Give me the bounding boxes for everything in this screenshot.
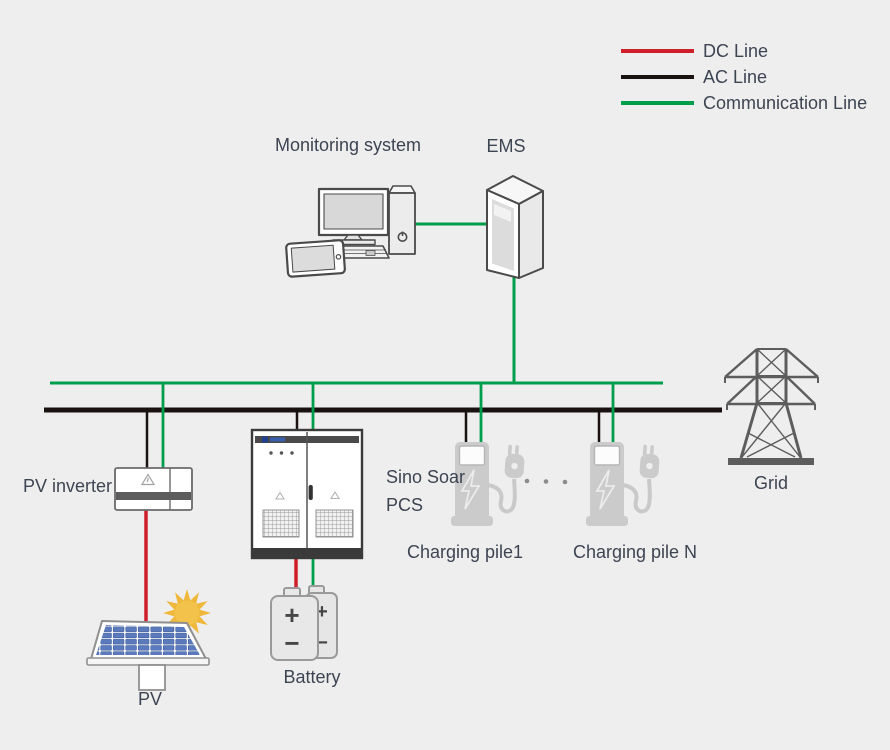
pile-screen bbox=[458, 445, 486, 466]
pv-panel-icon bbox=[86, 620, 210, 691]
pv-inverter-icon bbox=[114, 467, 193, 511]
grid-label: Grid bbox=[753, 473, 788, 493]
communication-line-swatch bbox=[621, 101, 694, 105]
monitoring-system-label: Monitoring system bbox=[274, 135, 422, 155]
battery-minus-sign: − bbox=[316, 632, 328, 654]
pcs-indicator-dots bbox=[269, 451, 294, 455]
pcs-cabinet-icon bbox=[250, 428, 364, 560]
pv-inverter-label: PV inverter bbox=[22, 476, 112, 496]
dc-line-swatch bbox=[621, 49, 694, 53]
ems-label: EMS bbox=[486, 136, 526, 156]
ems-display-window bbox=[494, 204, 511, 222]
ems-cabinet-icon bbox=[486, 175, 544, 279]
inverter-band bbox=[116, 492, 191, 500]
battery-icon: + − + − bbox=[270, 585, 338, 661]
pcs-vent-grille-left bbox=[262, 509, 300, 538]
pcs-label: Sino Soar PCS bbox=[386, 463, 465, 519]
pcs-base-band bbox=[252, 548, 362, 558]
computer-tower-icon bbox=[388, 185, 416, 255]
charging-pileN-label: Charging pile N bbox=[572, 542, 698, 562]
legend-row-dc: DC Line bbox=[621, 38, 867, 64]
plug-icon bbox=[504, 444, 525, 479]
keyboard-icon bbox=[330, 245, 390, 259]
pcs-label-line2: PCS bbox=[386, 495, 424, 515]
ellipsis-dots bbox=[524, 478, 568, 485]
communication-line-label: Communication Line bbox=[703, 92, 868, 113]
legend-row-comm: Communication Line bbox=[621, 90, 867, 116]
pcs-brand-logo bbox=[262, 436, 285, 443]
charging-cable bbox=[487, 478, 517, 514]
ac-line-label: AC Line bbox=[703, 66, 768, 87]
pcs-vent-grille-right bbox=[315, 509, 354, 538]
pcs-label-line1: Sino Soar bbox=[386, 467, 466, 487]
battery-label: Battery bbox=[283, 667, 341, 687]
pv-label: PV bbox=[137, 689, 162, 709]
connection-lines bbox=[144, 222, 615, 625]
legend: DC Line AC Line Communication Line bbox=[621, 38, 867, 116]
charging-pile1-label: Charging pile1 bbox=[406, 542, 524, 562]
charging-pile1-icon bbox=[451, 442, 525, 526]
lightning-bolt-icon bbox=[460, 469, 481, 510]
battery-plus-sign-front: + bbox=[284, 600, 299, 630]
pcs-door-handle bbox=[308, 485, 313, 500]
sun-icon bbox=[163, 589, 211, 637]
pv-stand bbox=[138, 664, 166, 691]
pv-cell-grid bbox=[96, 625, 200, 655]
battery-minus-sign-front: − bbox=[284, 628, 299, 658]
legend-row-ac: AC Line bbox=[621, 64, 867, 90]
battery-plus-sign: + bbox=[316, 601, 328, 623]
monitor-icon bbox=[317, 187, 390, 246]
grid-tower-icon bbox=[724, 348, 819, 465]
monitoring-system-icon bbox=[285, 185, 416, 278]
charging-pileN-icon bbox=[584, 440, 663, 528]
dc-line-label: DC Line bbox=[703, 40, 769, 61]
tablet-icon bbox=[285, 239, 346, 278]
ac-line-swatch bbox=[621, 74, 694, 80]
tower-base bbox=[728, 458, 814, 465]
pcs-warning-triangles bbox=[275, 490, 340, 500]
warning-triangle-icon bbox=[140, 473, 156, 486]
pile-base bbox=[451, 516, 493, 526]
